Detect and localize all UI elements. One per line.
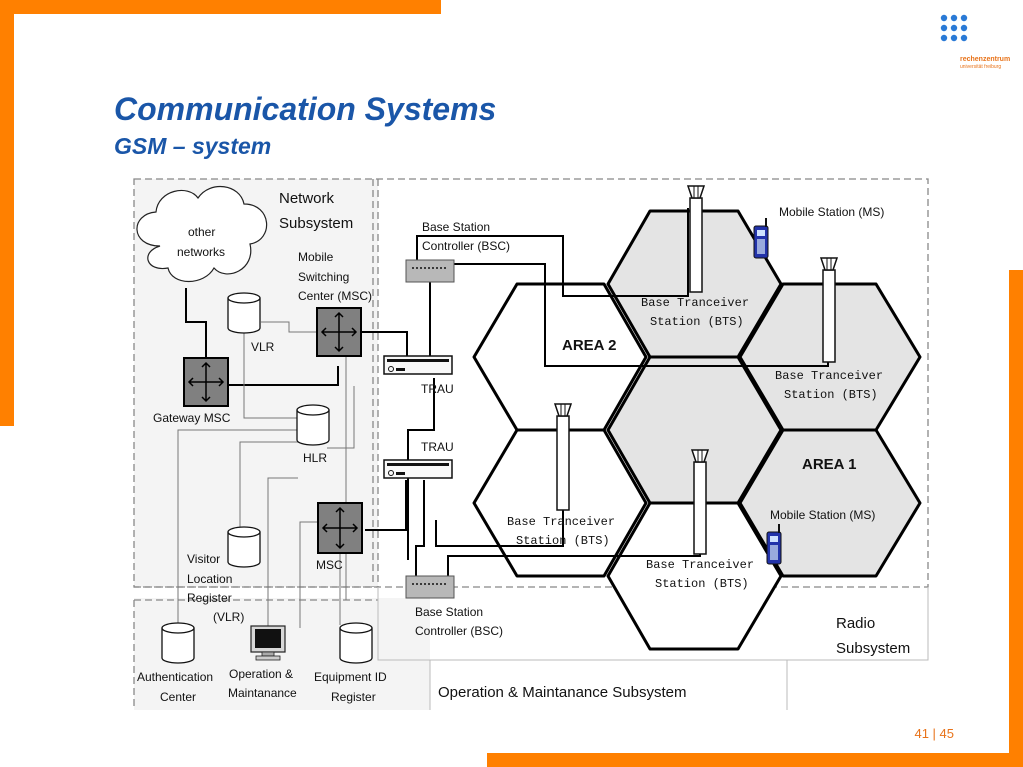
university-logo: rechenzentrum universität freiburg bbox=[940, 14, 1012, 70]
msc-label: Mobile bbox=[298, 250, 334, 264]
bsc-unit-top bbox=[405, 259, 455, 283]
visitor-vlr-label: Location bbox=[187, 572, 232, 586]
cloud-label: networks bbox=[177, 245, 225, 259]
hex-area1 bbox=[738, 428, 922, 578]
bts-label: Base Tranceiver bbox=[507, 515, 615, 529]
top-accent-bar bbox=[0, 0, 441, 14]
logo-text-line2: universität freiburg bbox=[960, 64, 1002, 70]
logo-dot bbox=[960, 34, 968, 42]
bts-antenna-left bbox=[553, 403, 573, 511]
eir-label: Equipment ID bbox=[314, 670, 387, 684]
visitor-vlr-label: Register bbox=[187, 591, 232, 605]
auc-database bbox=[161, 622, 195, 664]
bts-label: Base Tranceiver bbox=[775, 369, 883, 383]
msc-label: Center (MSC) bbox=[298, 289, 372, 303]
bts-antenna-top bbox=[686, 185, 706, 293]
bts-label: Station (BTS) bbox=[784, 388, 878, 402]
logo-dot bbox=[960, 24, 968, 32]
right-accent-bar bbox=[1009, 270, 1023, 755]
bsc-bottom-label: Controller (BSC) bbox=[415, 624, 503, 638]
eir-label: Register bbox=[331, 690, 376, 704]
auc-label: Center bbox=[160, 690, 196, 704]
network-subsystem-label: Subsystem bbox=[279, 215, 353, 232]
hex-bottom bbox=[606, 501, 783, 651]
oms-label: Operation & Maintanance Subsystem bbox=[438, 684, 686, 701]
msc2-label: MSC bbox=[316, 558, 343, 572]
bts-label: Station (BTS) bbox=[516, 534, 610, 548]
slide-title: Communication Systems bbox=[114, 91, 497, 127]
logo-dot bbox=[940, 34, 948, 42]
dot-grid-logo-icon bbox=[940, 14, 968, 42]
bts-label: Station (BTS) bbox=[650, 315, 744, 329]
bsc-top-label: Controller (BSC) bbox=[422, 239, 510, 253]
cloud-label: other bbox=[188, 225, 215, 239]
network-subsystem-label: Network bbox=[279, 190, 335, 207]
logo-dot bbox=[950, 34, 958, 42]
radio-subsystem-label: Radio bbox=[836, 615, 875, 632]
omc-label: Maintanance bbox=[228, 686, 297, 700]
bsc-top-label: Base Station bbox=[422, 220, 490, 234]
slide-subtitle: GSM – system bbox=[114, 133, 272, 159]
omc-label: Operation & bbox=[229, 667, 293, 681]
bts-antenna-bottom bbox=[690, 449, 710, 555]
logo-text-line1: rechenzentrum bbox=[960, 56, 1011, 63]
mobile-phone-icon bbox=[753, 218, 769, 259]
auc-label: Authentication bbox=[137, 670, 213, 684]
logo-dot bbox=[950, 14, 958, 22]
bts-label: Base Tranceiver bbox=[646, 558, 754, 572]
trau-unit-bottom bbox=[383, 459, 453, 479]
monitor-icon bbox=[250, 625, 286, 661]
area1-label: AREA 1 bbox=[802, 456, 856, 473]
left-accent-bar bbox=[0, 14, 14, 426]
bottom-accent-bar bbox=[487, 753, 1023, 767]
visitor-vlr-database bbox=[227, 526, 261, 568]
logo-dot bbox=[960, 14, 968, 22]
bts-label: Base Tranceiver bbox=[641, 296, 749, 310]
bts-antenna-right bbox=[819, 257, 839, 363]
gateway-msc-switch bbox=[183, 357, 229, 407]
trau-unit-top bbox=[383, 355, 453, 375]
vlr-label: VLR bbox=[251, 340, 275, 354]
hlr-label: HLR bbox=[303, 451, 327, 465]
hlr-database bbox=[296, 404, 330, 446]
bsc-bottom-label: Base Station bbox=[415, 605, 483, 619]
trau-label: TRAU bbox=[421, 382, 454, 396]
logo-dot bbox=[940, 14, 948, 22]
vlr-database bbox=[227, 292, 261, 334]
other-networks-cloud bbox=[136, 185, 268, 282]
gateway-msc-label: Gateway MSC bbox=[153, 411, 231, 425]
msc-label: Switching bbox=[298, 270, 349, 284]
page-number: 41 | 45 bbox=[914, 726, 954, 741]
logo-dot bbox=[940, 24, 948, 32]
msc2-switch bbox=[317, 502, 363, 554]
radio-subsystem-label: Subsystem bbox=[836, 640, 910, 657]
cell-hexagons bbox=[472, 209, 922, 651]
mobile-station-label: Mobile Station (MS) bbox=[770, 508, 875, 522]
mobile-station-label: Mobile Station (MS) bbox=[779, 205, 884, 219]
logo-dot bbox=[950, 24, 958, 32]
msc-switch bbox=[316, 307, 362, 357]
thin-links bbox=[177, 321, 355, 628]
area2-label: AREA 2 bbox=[562, 337, 616, 354]
bsc-unit-bottom bbox=[405, 575, 455, 599]
visitor-vlr-label: (VLR) bbox=[213, 610, 244, 624]
outer-boundary bbox=[133, 178, 929, 588]
mobile-phone-icon bbox=[766, 524, 782, 565]
bts-label: Station (BTS) bbox=[655, 577, 749, 591]
visitor-vlr-label: Visitor bbox=[187, 552, 220, 566]
trau-label: TRAU bbox=[421, 440, 454, 454]
eir-database bbox=[339, 622, 373, 664]
